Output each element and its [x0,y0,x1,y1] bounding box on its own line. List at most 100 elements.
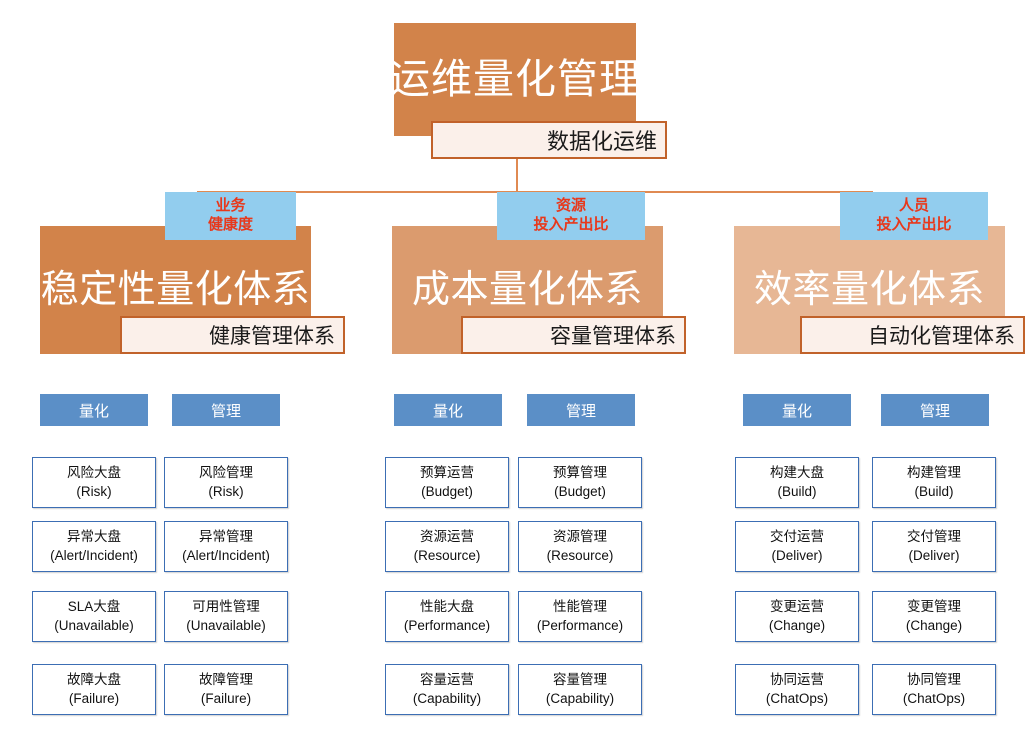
root-subtitle-box: 数据化运维 [431,121,667,159]
leaf-stability-quant-3[interactable]: 故障大盘 (Failure) [32,664,156,715]
pillar-subtitle-stability-label: 健康管理体系 [209,325,335,348]
column-head-efficiency-quant: 量化 [743,394,851,426]
pillar-tag-stability-line2: 健康度 [207,216,253,233]
leaf-title: 预算运营 [420,465,474,481]
leaf-cost-manage-0[interactable]: 预算管理 (Budget) [518,457,642,508]
leaf-title: 协同管理 [907,672,961,688]
leaf-efficiency-quant-2[interactable]: 变更运营 (Change) [735,591,859,642]
leaf-stability-manage-0[interactable]: 风险管理 (Risk) [164,457,288,508]
pillar-subtitle-stability: 健康管理体系 [120,316,345,354]
pillar-tag-cost: 资源 投入产出比 [497,192,645,240]
leaf-cost-manage-2[interactable]: 性能管理 (Performance) [518,591,642,642]
leaf-stability-quant-2[interactable]: SLA大盘 (Unavailable) [32,591,156,642]
leaf-subtitle: (Build) [777,483,817,499]
leaf-subtitle: (Build) [914,483,954,499]
leaf-title: 性能管理 [553,599,607,615]
pillar-tag-efficiency-line1: 人员 [898,197,929,215]
leaf-cost-quant-0[interactable]: 预算运营 (Budget) [385,457,509,508]
leaf-efficiency-manage-0[interactable]: 构建管理 (Build) [872,457,996,508]
pillar-subtitle-cost: 容量管理体系 [461,316,686,354]
pillar-subtitle-cost-label: 容量管理体系 [550,325,676,348]
leaf-cost-quant-2[interactable]: 性能大盘 (Performance) [385,591,509,642]
leaf-title: 可用性管理 [192,599,260,615]
column-head-cost-manage-label: 管理 [565,402,596,420]
leaf-cost-quant-1[interactable]: 资源运营 (Resource) [385,521,509,572]
leaf-stability-quant-0[interactable]: 风险大盘 (Risk) [32,457,156,508]
leaf-stability-manage-1[interactable]: 异常管理 (Alert/Incident) [164,521,288,572]
column-head-cost-manage: 管理 [527,394,635,426]
leaf-subtitle: (Alert/Incident) [50,547,138,563]
leaf-subtitle: (Risk) [76,483,112,499]
column-head-stability-quant: 量化 [40,394,148,426]
leaf-subtitle: (Change) [905,617,963,633]
leaf-subtitle: (Failure) [68,690,120,706]
leaf-title: 变更运营 [770,599,824,615]
leaf-title: 交付运营 [770,529,824,545]
leaf-title: 风险大盘 [67,465,121,481]
leaf-subtitle: (ChatOps) [902,690,966,706]
pillar-subtitle-efficiency: 自动化管理体系 [800,316,1025,354]
leaf-stability-quant-1[interactable]: 异常大盘 (Alert/Incident) [32,521,156,572]
leaf-title: 故障大盘 [67,672,121,688]
leaf-title: 交付管理 [907,529,961,545]
leaf-subtitle: (Failure) [200,690,252,706]
leaf-subtitle: (Deliver) [908,547,960,563]
leaf-title: 风险管理 [199,465,253,481]
leaf-efficiency-manage-3[interactable]: 协同管理 (ChatOps) [872,664,996,715]
leaf-title: 异常大盘 [67,529,121,545]
leaf-efficiency-manage-1[interactable]: 交付管理 (Deliver) [872,521,996,572]
leaf-title: 资源运营 [420,529,474,545]
root-title: 运维量化管理 [389,56,641,102]
leaf-cost-manage-1[interactable]: 资源管理 (Resource) [518,521,642,572]
leaf-subtitle: (Alert/Incident) [182,547,270,563]
column-head-stability-quant-label: 量化 [78,402,109,420]
leaf-title: SLA大盘 [67,599,121,615]
leaf-subtitle: (Unavailable) [186,617,266,633]
pillar-title-efficiency: 效率量化体系 [753,269,985,311]
leaf-cost-manage-3[interactable]: 容量管理 (Capability) [518,664,642,715]
pillar-subtitle-efficiency-label: 自动化管理体系 [868,325,1015,348]
leaf-title: 变更管理 [907,599,961,615]
pillar-tag-stability: 业务 健康度 [165,192,296,240]
pillar-tag-cost-line1: 资源 [555,197,586,215]
connector-root-stem [516,159,518,192]
leaf-subtitle: (Risk) [208,483,244,499]
leaf-subtitle: (Budget) [554,483,606,499]
pillar-tag-efficiency: 人员 投入产出比 [840,192,988,240]
leaf-title: 构建大盘 [770,465,824,481]
leaf-subtitle: (Resource) [546,547,614,563]
column-head-cost-quant: 量化 [394,394,502,426]
leaf-subtitle: (Budget) [421,483,473,499]
leaf-subtitle: (Performance) [403,617,491,633]
leaf-subtitle: (Change) [768,617,826,633]
leaf-title: 预算管理 [553,465,607,481]
leaf-cost-quant-3[interactable]: 容量运营 (Capability) [385,664,509,715]
leaf-stability-manage-2[interactable]: 可用性管理 (Unavailable) [164,591,288,642]
pillar-tag-cost-line2: 投入产出比 [533,216,609,233]
leaf-stability-manage-3[interactable]: 故障管理 (Failure) [164,664,288,715]
pillar-tag-stability-line1: 业务 [215,197,246,215]
leaf-title: 故障管理 [199,672,253,688]
leaf-subtitle: (Capability) [412,690,482,706]
leaf-title: 资源管理 [553,529,607,545]
leaf-subtitle: (Unavailable) [54,617,134,633]
leaf-title: 容量运营 [420,672,474,688]
leaf-efficiency-quant-1[interactable]: 交付运营 (Deliver) [735,521,859,572]
leaf-title: 性能大盘 [420,599,474,615]
leaf-subtitle: (Performance) [536,617,624,633]
pillar-title-cost: 成本量化体系 [411,269,643,311]
leaf-subtitle: (ChatOps) [765,690,829,706]
column-head-efficiency-manage-label: 管理 [919,402,950,420]
leaf-efficiency-quant-3[interactable]: 协同运营 (ChatOps) [735,664,859,715]
leaf-efficiency-manage-2[interactable]: 变更管理 (Change) [872,591,996,642]
leaf-subtitle: (Deliver) [771,547,823,563]
leaf-subtitle: (Capability) [545,690,615,706]
leaf-title: 异常管理 [199,529,253,545]
leaf-title: 构建管理 [907,465,961,481]
pillar-title-stability: 稳定性量化体系 [40,269,311,311]
leaf-efficiency-quant-0[interactable]: 构建大盘 (Build) [735,457,859,508]
leaf-subtitle: (Resource) [413,547,481,563]
leaf-title: 容量管理 [553,672,607,688]
pillar-tag-efficiency-line2: 投入产出比 [876,216,952,233]
